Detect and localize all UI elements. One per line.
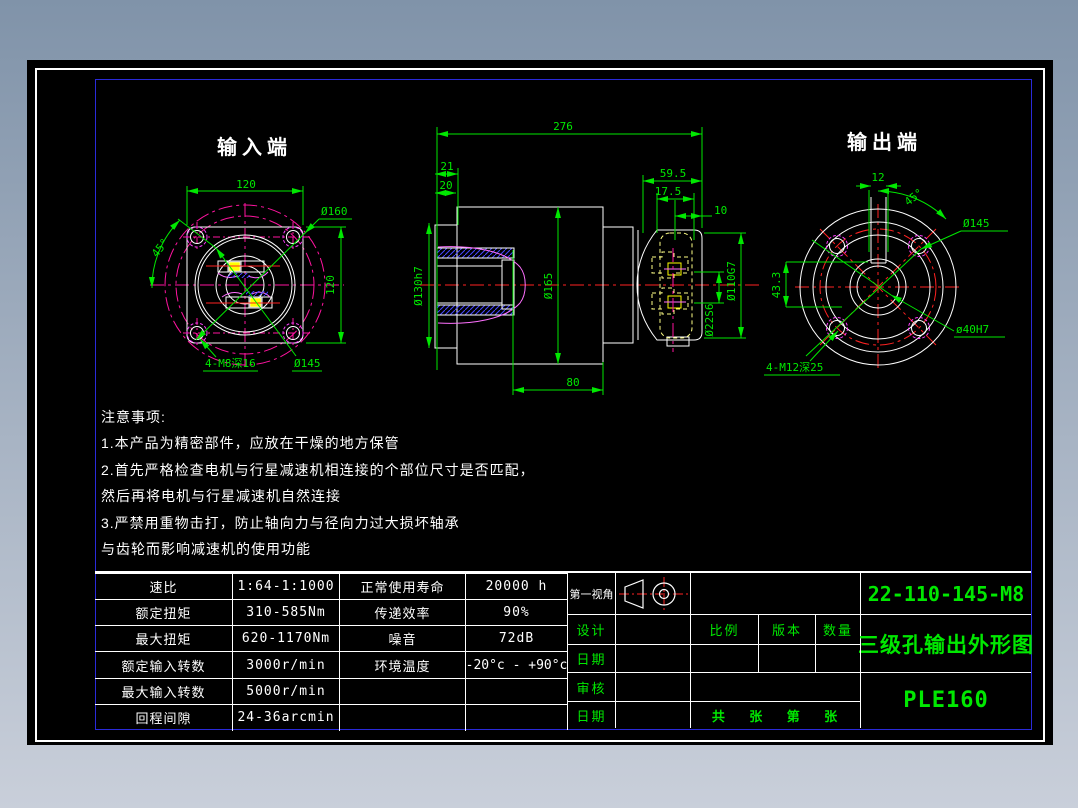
- spec-label: 最大扭矩: [95, 626, 233, 653]
- output-view-title: 输出端: [847, 132, 922, 154]
- quantity-label: 数量: [816, 615, 861, 645]
- spec-value: 72dB: [466, 626, 567, 653]
- spec-value: 24-36arcmin: [233, 704, 340, 731]
- spec-table: 速比 1:64-1:1000 正常使用寿命 20000 h 额定扭矩 310-5…: [95, 571, 567, 731]
- review-value: [616, 673, 691, 702]
- note-line: 2.首先严格检查电机与行星减速机相连接的个部位尺寸是否匹配，: [101, 461, 535, 478]
- design-label: 设计: [568, 615, 616, 645]
- spec-value: 1:64-1:1000: [233, 574, 340, 601]
- spec-value: [466, 679, 567, 705]
- spec-label: 传递效率: [340, 600, 466, 627]
- drawing-code: 22-110-145-M8: [861, 573, 1031, 615]
- version-value: [759, 645, 816, 673]
- notes-block: 注意事项: 1.本产品为精密部件，应放在干燥的地方保管 2.首先严格检查电机与行…: [101, 404, 535, 562]
- spec-label: 额定输入转数: [95, 652, 233, 679]
- review-label: 审核: [568, 673, 616, 702]
- title-block-empty: [691, 673, 861, 702]
- spec-label: 最大输入转数: [95, 678, 233, 705]
- projection-angle-label: 第一视角: [568, 573, 616, 615]
- note-line: 与齿轮而影响减速机的使用功能: [101, 540, 311, 557]
- spec-label: 环境温度: [340, 652, 466, 679]
- notes-heading: 注意事项:: [101, 409, 166, 425]
- drawing-border-inner: [95, 79, 1032, 730]
- drawing-border-outer: [35, 68, 1045, 742]
- spec-value: -20°c - +90°c: [466, 652, 567, 679]
- spec-value: 20000 h: [466, 574, 567, 601]
- date-value: [616, 702, 691, 728]
- spec-value: 5000r/min: [233, 678, 340, 705]
- title-block: 第一视角 22-110-145-M8 设计 比例 版本 数量 三级孔输出外形图 …: [567, 571, 1033, 730]
- scale-label: 比例: [691, 615, 759, 645]
- spec-value: [466, 705, 567, 731]
- input-view-title: 输入端: [217, 137, 292, 159]
- quantity-value: [816, 645, 861, 673]
- spec-label: [340, 704, 466, 731]
- spec-value: 90%: [466, 600, 567, 627]
- projection-symbol-cell: [616, 573, 691, 615]
- drawing-canvas[interactable]: [27, 60, 1053, 745]
- date-value: [616, 645, 691, 673]
- version-label: 版本: [759, 615, 816, 645]
- spec-label: [340, 678, 466, 705]
- drawing-name: 三级孔输出外形图: [858, 615, 1033, 673]
- date-label: 日期: [568, 702, 616, 728]
- note-line: 1.本产品为精密部件，应放在干燥的地方保管: [101, 435, 400, 452]
- spec-value: 620-1170Nm: [233, 626, 340, 653]
- note-line: 然后再将电机与行星减速机自然连接: [101, 488, 341, 505]
- spec-value: 3000r/min: [233, 652, 340, 679]
- date-label: 日期: [568, 645, 616, 673]
- design-value: [616, 615, 691, 645]
- model-number: PLE160: [903, 688, 989, 713]
- spec-value: 310-585Nm: [233, 600, 340, 627]
- spec-label: 额定扭矩: [95, 600, 233, 627]
- spec-label: 速比: [95, 574, 233, 601]
- scale-value: [691, 645, 759, 673]
- sheet-count: 共 张 第 张: [691, 702, 861, 728]
- title-block-empty: [691, 573, 861, 615]
- spec-label: 噪音: [340, 626, 466, 653]
- note-line: 3.严禁用重物击打，防止轴向力与径向力过大损坏轴承: [101, 514, 460, 531]
- spec-label: 正常使用寿命: [340, 574, 466, 601]
- spec-label: 回程间隙: [95, 704, 233, 731]
- first-angle-projection-icon: [618, 576, 688, 611]
